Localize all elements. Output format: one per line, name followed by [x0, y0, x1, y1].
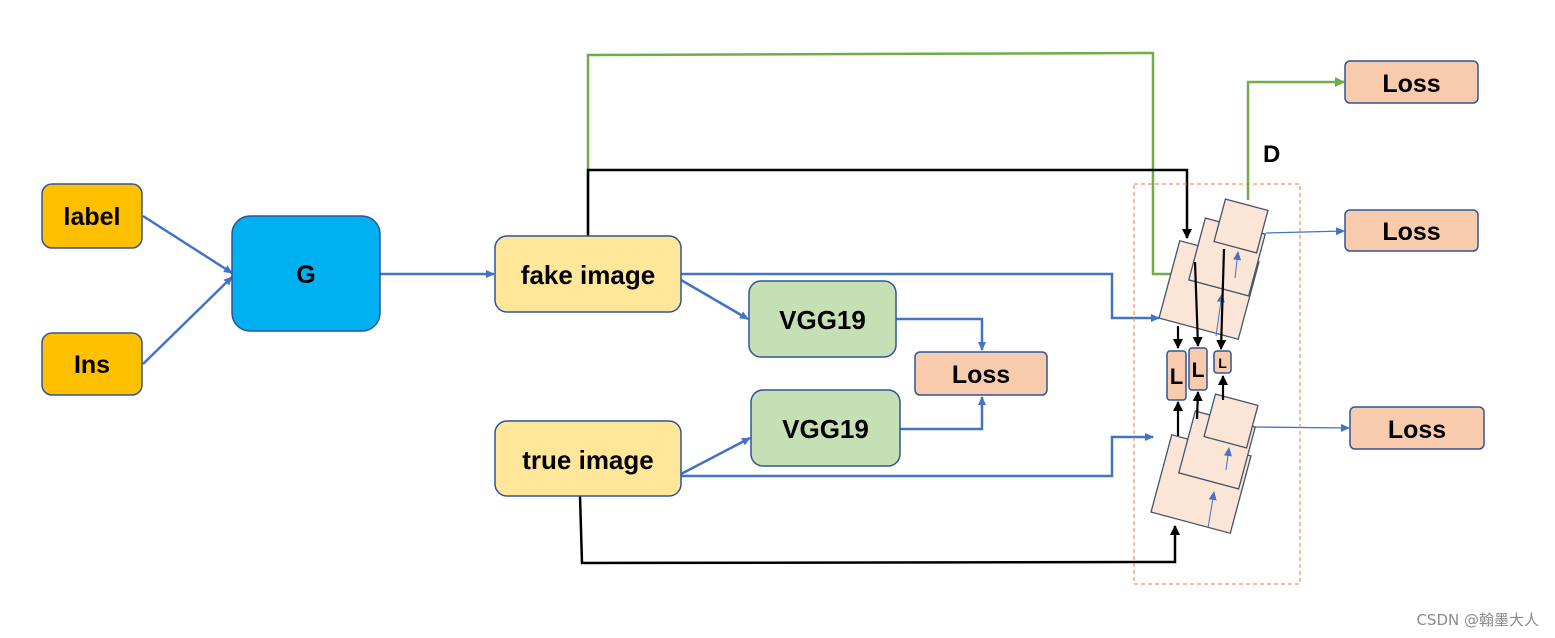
arrow-fake-to-vgg: [680, 278, 749, 321]
arrow-d-to-loss-mid: [1265, 227, 1345, 236]
arrow-ins-to-g: [142, 276, 233, 365]
svg-text:VGG19: VGG19: [782, 414, 869, 444]
arrow-black-fake-to-d: [586, 168, 1192, 239]
feature-loss-3: L: [1213, 350, 1232, 374]
discriminator: D L L: [1133, 141, 1301, 585]
disc-inner-arrow: [1233, 251, 1242, 279]
disc-stack-true: [1150, 393, 1259, 535]
svg-text:fake image: fake image: [521, 260, 655, 290]
arrow-fake-to-d: [681, 272, 1160, 322]
feature-arrow: [1192, 261, 1203, 347]
arrow-green-fake-to-d: [586, 51, 1184, 279]
feature-arrow: [1192, 391, 1203, 420]
arrow-black-true-to-d: [578, 495, 1180, 565]
disc-inner-arrow: [1207, 491, 1217, 529]
svg-text:Loss: Loss: [1388, 416, 1446, 444]
disc-block-small-top: [1213, 198, 1269, 254]
feature-loss-2: L: [1188, 347, 1208, 391]
node-vgg-bottom: VGG19: [750, 389, 901, 467]
node-generator: G: [231, 215, 381, 332]
svg-text:Loss: Loss: [952, 361, 1010, 389]
node-loss-bottom: Loss: [1349, 406, 1485, 450]
disc-inner-arrow: [1223, 447, 1232, 471]
arrow-d-to-loss-bottom: [1253, 423, 1350, 432]
node-loss-vgg: Loss: [914, 351, 1048, 396]
svg-text:label: label: [64, 203, 121, 231]
node-vgg-top: VGG19: [748, 280, 897, 358]
disc-block-small-bottom: [1203, 393, 1259, 449]
svg-text:true image: true image: [522, 445, 654, 475]
arrow-d-to-loss-top: [1246, 77, 1345, 200]
arrow-label-to-g: [142, 214, 233, 275]
node-loss-top: Loss: [1344, 60, 1479, 104]
svg-text:L: L: [1192, 359, 1205, 382]
arrow-vgg-top-to-loss: [896, 317, 986, 351]
arrow-vgg-bottom-to-loss: [900, 396, 986, 431]
disc-stack-fake: [1158, 198, 1269, 341]
svg-text:Loss: Loss: [1382, 218, 1440, 246]
node-loss-mid: Loss: [1344, 209, 1479, 252]
node-true-image: true image: [494, 420, 682, 497]
arrow-true-to-d: [681, 433, 1154, 478]
svg-text:L: L: [1218, 355, 1227, 371]
svg-text:G: G: [296, 261, 315, 289]
watermark: CSDN @翰墨大人: [1416, 611, 1539, 629]
svg-text:Ins: Ins: [74, 351, 110, 379]
discriminator-dashed-box: [1133, 183, 1301, 585]
svg-text:VGG19: VGG19: [779, 305, 866, 335]
feature-loss-1: L: [1166, 350, 1187, 401]
discriminator-label: D: [1263, 141, 1280, 168]
node-fake-image: fake image: [494, 235, 682, 313]
node-label: label: [41, 183, 143, 249]
svg-text:Loss: Loss: [1382, 70, 1440, 98]
svg-text:L: L: [1170, 364, 1183, 389]
node-ins: Ins: [41, 332, 143, 396]
connectors: [142, 51, 1350, 565]
disc-inner-arrow: [1215, 293, 1225, 337]
feature-arrow: [1216, 248, 1227, 350]
arrow-true-to-vgg: [680, 436, 751, 476]
